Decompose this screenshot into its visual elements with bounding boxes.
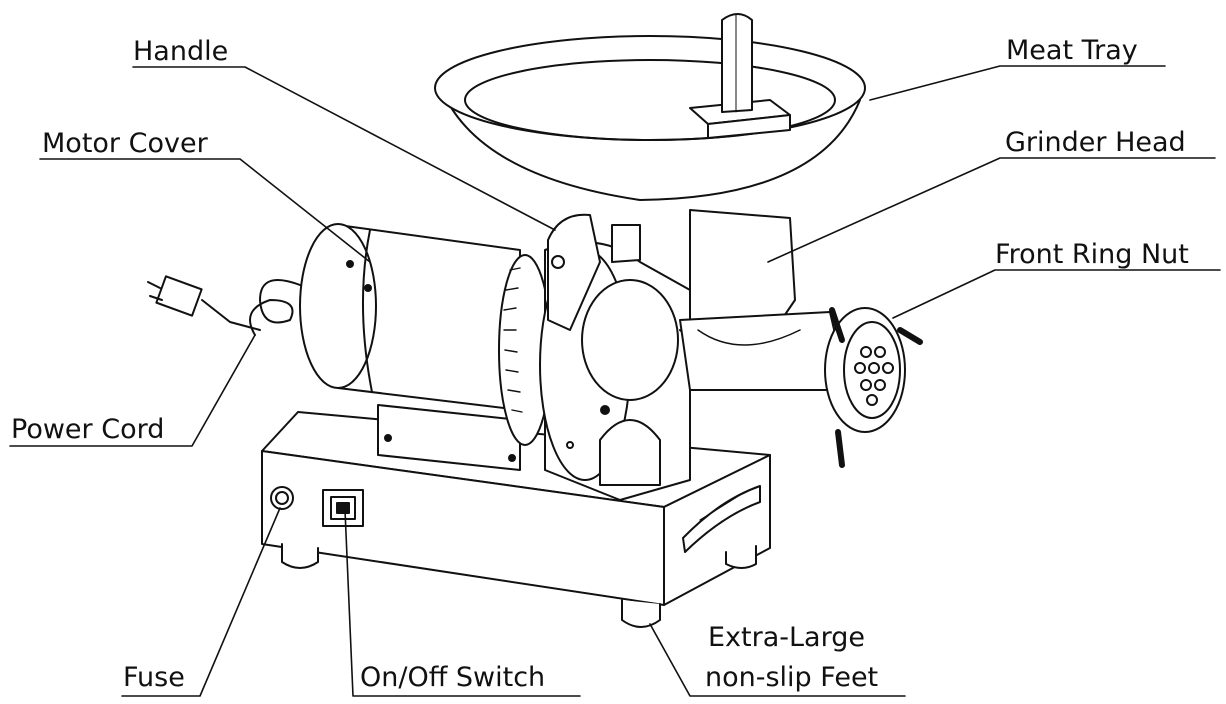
label-feet-line2: non-slip Feet: [705, 662, 879, 693]
leader-on-off-switch: [344, 509, 581, 697]
label-front-ring-nut: Front Ring Nut: [995, 239, 1189, 270]
non-slip-feet: [281, 543, 757, 628]
motor-cover-shape: [299, 223, 521, 411]
label-fuse: Fuse: [123, 662, 185, 693]
on-off-switch-device: [322, 489, 364, 527]
leader-lines: [9, 65, 1221, 697]
grinder-head-shape: [679, 209, 849, 391]
leader-feet: [649, 623, 906, 697]
front-ring-nut-shape: [824, 307, 923, 468]
handle-shape: [547, 213, 641, 331]
label-feet-line1: Extra-Large: [708, 622, 865, 653]
label-meat-tray: Meat Tray: [1006, 35, 1138, 66]
pusher: [689, 13, 791, 139]
leader-handle: [132, 66, 556, 231]
leader-motor-cover: [39, 158, 371, 263]
power-cord-shape: [147, 275, 301, 336]
motor-bracket: [377, 404, 521, 471]
leader-meat-tray: [869, 65, 1166, 101]
fuse-knob: [270, 486, 294, 510]
label-power-cord: Power Cord: [11, 414, 165, 445]
meat-tray-shape: [434, 35, 866, 201]
leader-fuse: [121, 507, 281, 697]
leader-front-ring-nut: [892, 269, 1221, 319]
label-on-off-switch: On/Off Switch: [360, 662, 546, 693]
label-grinder-head: Grinder Head: [1005, 127, 1186, 158]
label-motor-cover: Motor Cover: [42, 128, 208, 159]
label-handle: Handle: [133, 36, 229, 67]
leader-grinder-head: [767, 157, 1216, 263]
leader-power-cord: [9, 334, 256, 447]
